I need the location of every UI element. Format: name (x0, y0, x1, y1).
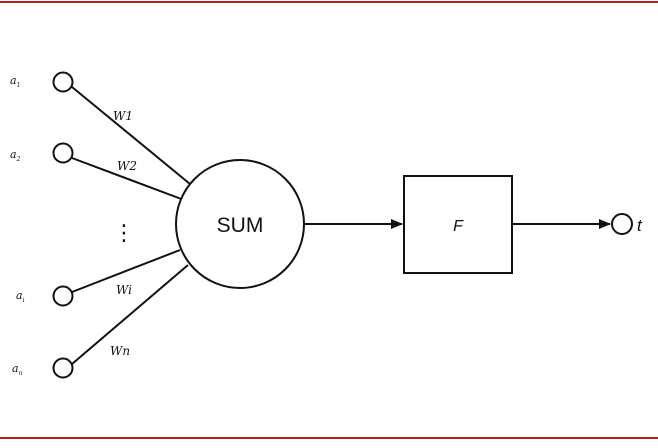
output-node (611, 213, 633, 235)
connection-line-a2 (71, 157, 185, 201)
weight-label-w2: W2 (117, 159, 137, 173)
sum-label: SUM (217, 214, 264, 237)
weight-label-wn: Wn (110, 344, 130, 358)
input-node-ai (52, 285, 74, 307)
weight-label-wi: Wi (116, 283, 132, 297)
input-node-a2 (52, 142, 74, 164)
input-node-a1 (52, 71, 74, 93)
output-label: t (637, 216, 643, 235)
input-label-a2: a2 (10, 148, 21, 163)
input-label-an: an (12, 362, 23, 377)
weight-label-w1: W1 (113, 109, 133, 123)
connection-line-an (71, 264, 189, 365)
input-label-ai: ai (16, 289, 25, 304)
input-node-an (52, 357, 74, 379)
connection-line-a1 (71, 86, 191, 185)
input-label-a1: a1 (10, 74, 20, 89)
function-label: F (453, 218, 464, 235)
ellipsis-marker: ⋮ (113, 220, 135, 245)
connection-line-ai (71, 249, 181, 293)
